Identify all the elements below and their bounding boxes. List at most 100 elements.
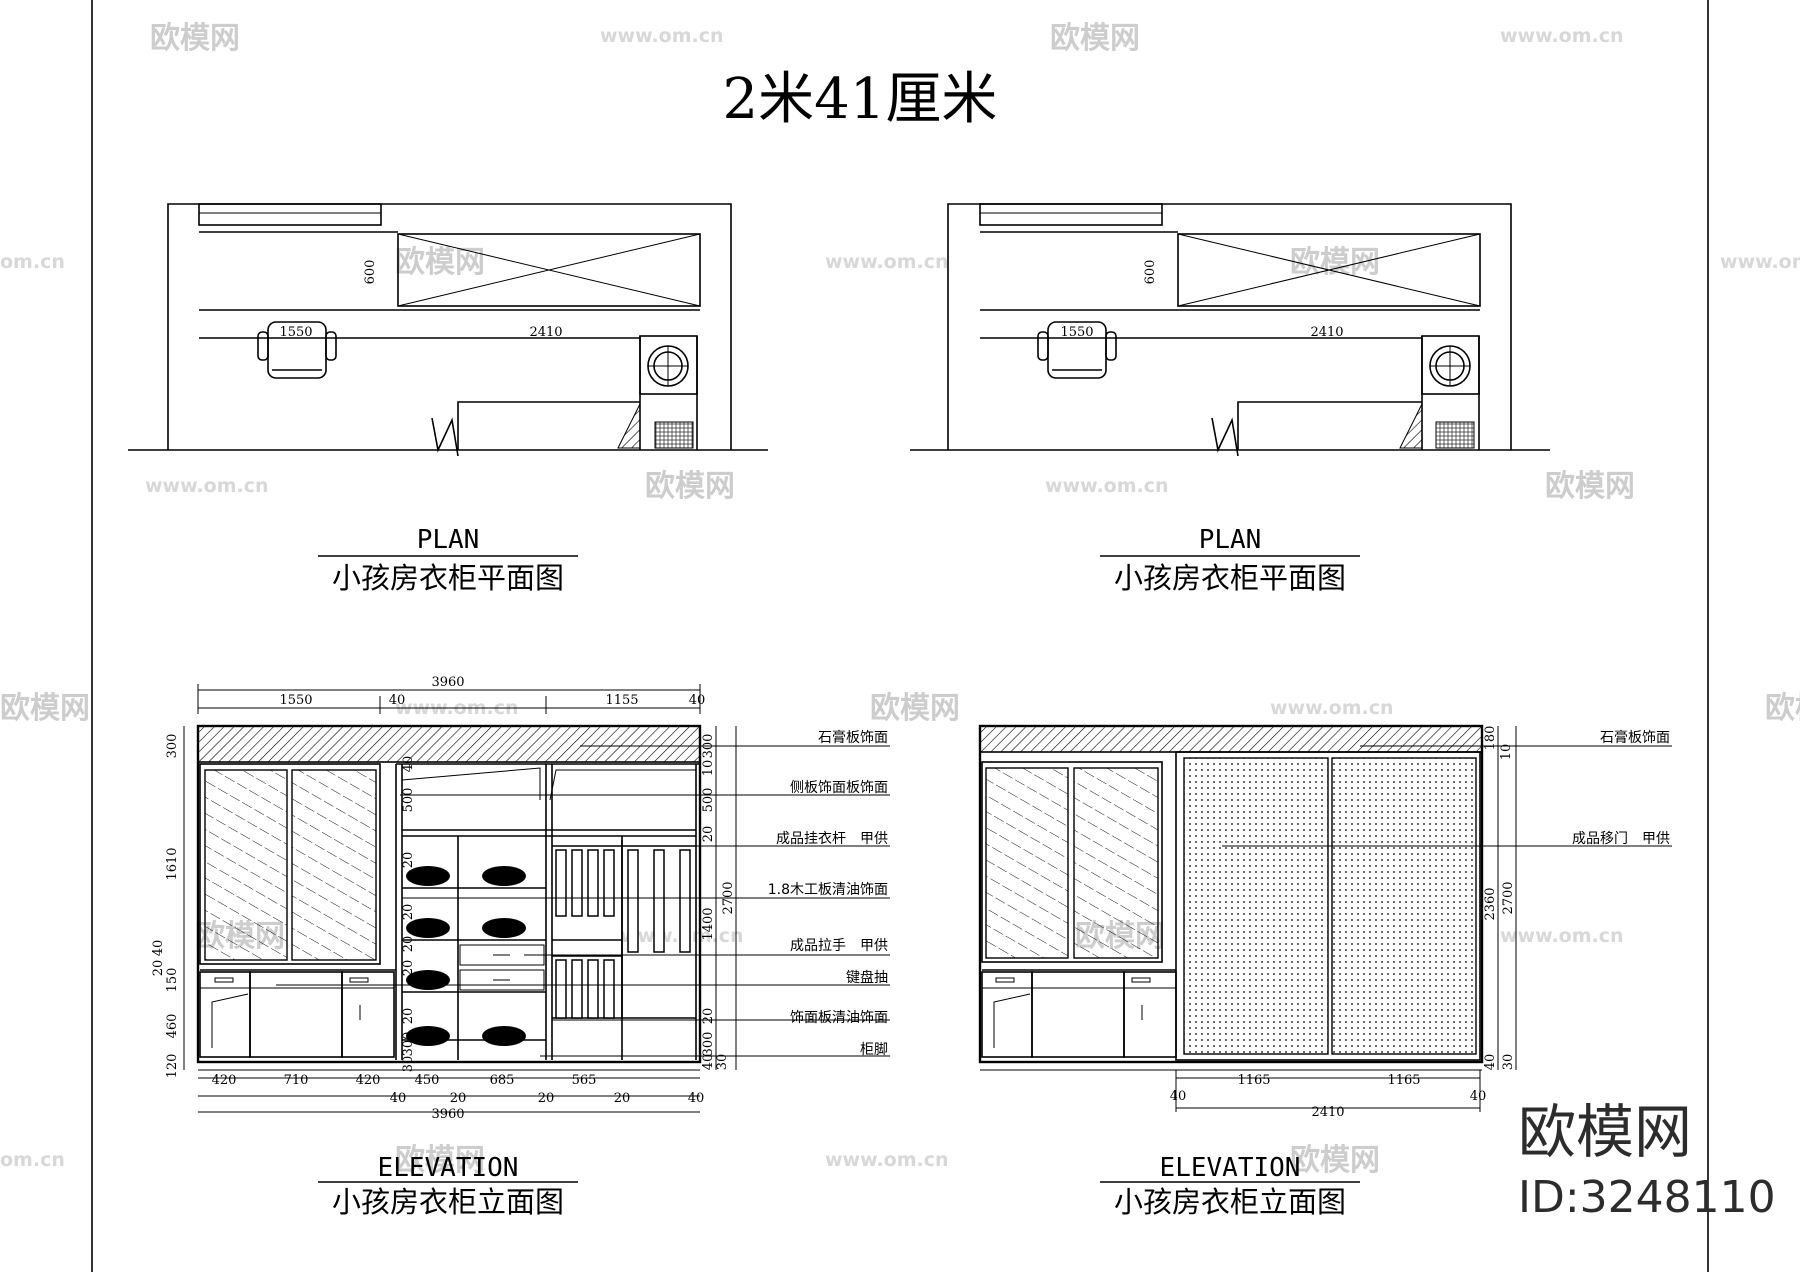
folded-clothes-icon — [406, 866, 526, 1046]
dim-text: 450 — [415, 1073, 440, 1088]
plan-label-en: PLAN — [1199, 525, 1262, 555]
dim-text: 20 — [151, 960, 166, 977]
dim-text: 300 — [701, 1032, 716, 1057]
dim-text: 500 — [701, 788, 716, 813]
dim-text: 1550 — [279, 325, 312, 340]
plan-label-cn: 小孩房衣柜平面图 — [1114, 561, 1346, 595]
watermark-url: www.om.cn — [1500, 925, 1624, 947]
watermark-url: www.om.cn — [1500, 25, 1624, 47]
dim-text: 500 — [401, 788, 416, 813]
dim-text: 1550 — [279, 693, 312, 708]
plan-left: 600 1550 2410 — [128, 203, 768, 457]
watermark-url: www.om.cn — [600, 25, 724, 47]
callout-note: 成品拉手 甲供 — [790, 938, 888, 954]
chair-icon — [1037, 321, 1117, 379]
callout-note: 石膏板饰面 — [1600, 729, 1670, 746]
dim-text: 420 — [356, 1073, 381, 1088]
dim-text: 40 — [688, 1091, 705, 1106]
watermark-url-short: om.cn — [0, 1149, 65, 1171]
dim-text: 40 — [151, 940, 166, 957]
dim-text: 3960 — [431, 675, 464, 690]
dim-text: 460 — [165, 1014, 180, 1039]
dim-text: 20 — [401, 904, 416, 921]
dim-text: 20 — [401, 936, 416, 953]
watermark-url: www.om.cn — [1720, 251, 1800, 273]
watermark-brand: 欧模网 — [150, 21, 240, 56]
dim-text: 20 — [401, 1008, 416, 1025]
callout-note: 1.8木工板清油饰面 — [768, 882, 888, 898]
dim-text: 20 — [401, 852, 416, 869]
callout-note: 柜脚 — [860, 1042, 888, 1058]
elevation-label-cn: 小孩房衣柜立面图 — [1114, 1185, 1346, 1219]
asset-id: ID:3248110 — [1518, 1172, 1776, 1223]
watermark-brand: 欧模网 — [0, 691, 90, 726]
callout-note: 饰面板清油饰面 — [790, 1010, 888, 1026]
safe-icon — [1421, 335, 1480, 395]
watermark-url: www.om.cn — [145, 475, 269, 497]
dim-text: 10 — [701, 760, 716, 777]
dim-text: 1165 — [1237, 1073, 1270, 1088]
callout-note: 成品挂衣杆 甲供 — [776, 831, 888, 847]
watermark-brand: 欧模网 — [395, 1143, 485, 1178]
dim-text: 40 — [689, 693, 706, 708]
dim-text: 1610 — [165, 847, 180, 880]
dim-text: 40 — [401, 756, 416, 773]
dim-text: 2410 — [1310, 325, 1343, 340]
hanging-clothes-icon — [552, 845, 696, 1019]
watermark-brand: 欧模网 — [395, 245, 485, 280]
dim-text: 40 — [1483, 1054, 1498, 1071]
dim-text: 20 — [450, 1091, 467, 1106]
dim-text: 180 — [1483, 726, 1498, 751]
plan-label-cn: 小孩房衣柜平面图 — [332, 561, 564, 595]
dim-text: 30 — [401, 1056, 416, 1073]
callout-note: 石膏板饰面 — [818, 729, 888, 746]
dim-text: 40 — [1170, 1089, 1187, 1104]
dim-text: 2410 — [529, 325, 562, 340]
dim-text: 20 — [701, 826, 716, 843]
dim-text: 1550 — [1060, 325, 1093, 340]
dim-text: 10 — [1499, 744, 1514, 761]
dim-text: 2700 — [1501, 881, 1516, 914]
callout-note: 侧板饰面板饰面 — [790, 780, 888, 796]
dim-text: 300 — [165, 734, 180, 759]
watermark-url: www.om.cn — [1045, 475, 1169, 497]
dim-text: 565 — [572, 1073, 597, 1088]
dim-text: 20 — [701, 1008, 716, 1025]
dim-text: 40 — [1470, 1089, 1487, 1104]
dim-text: 710 — [284, 1073, 309, 1088]
dim-text: 685 — [490, 1073, 515, 1088]
brand-logo: 欧模网 — [1518, 1098, 1692, 1166]
plan-label-en: PLAN — [417, 525, 480, 555]
dim-text: 420 — [212, 1073, 237, 1088]
plan-right: 600 1550 2410 — [910, 203, 1550, 457]
elevation-label-en: ELEVATION — [378, 1153, 519, 1183]
watermark-brand: 欧模网 — [1290, 1143, 1380, 1178]
dim-text: 40 — [701, 1054, 716, 1071]
dim-text: 40 — [390, 1091, 407, 1106]
dim-text: 2410 — [1311, 1105, 1344, 1120]
callout-note: 成品移门 甲供 — [1572, 831, 1670, 847]
watermark-brand: 欧模网 — [870, 691, 960, 726]
dim-text: 600 — [363, 260, 378, 285]
callout-note: 键盘抽 — [846, 969, 888, 986]
elevation-label-en: ELEVATION — [1160, 1153, 1301, 1183]
watermark-url: www.om.cn — [1270, 697, 1394, 719]
dim-text: 30 — [1501, 1054, 1516, 1071]
dim-text: 20 — [538, 1091, 555, 1106]
chair-icon — [257, 321, 337, 379]
watermark-url-short: om.cn — [0, 251, 65, 273]
dim-text: 1400 — [701, 907, 716, 940]
watermark-layer: 欧模网 www.om.cn 欧模网 www.om.cn om.cn 欧模网 ww… — [0, 21, 1800, 1178]
watermark-brand: 欧模网 — [645, 469, 735, 504]
watermark-url: www.om.cn — [825, 251, 949, 273]
dim-text: 1155 — [605, 693, 638, 708]
dim-text: 120 — [165, 1054, 180, 1079]
dim-text: 600 — [1143, 260, 1158, 285]
dim-text: 3960 — [431, 1107, 464, 1122]
dim-text: 20 — [401, 960, 416, 977]
dim-text: 30 — [715, 1054, 730, 1071]
watermark-brand: 欧模网 — [1545, 469, 1635, 504]
dim-text: 1165 — [1387, 1073, 1420, 1088]
dim-text: 40 — [389, 693, 406, 708]
